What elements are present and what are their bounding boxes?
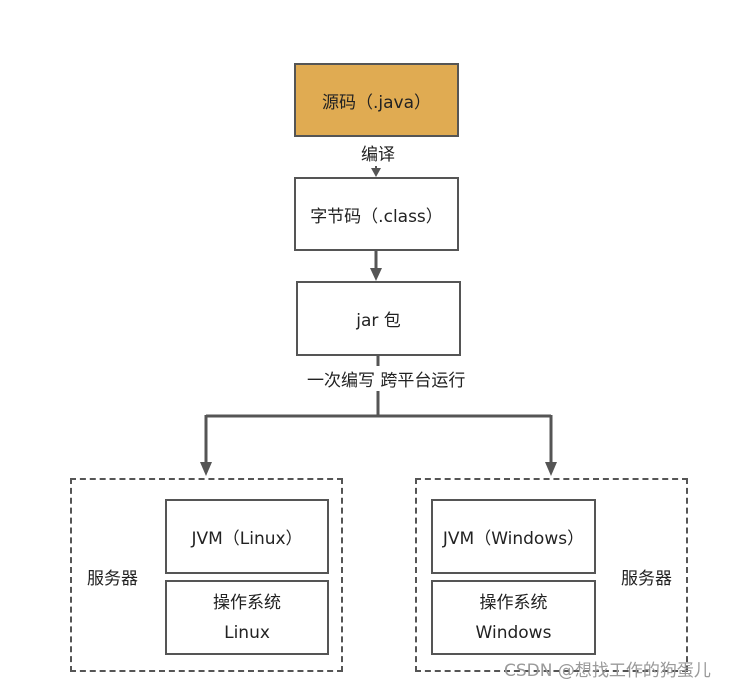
write-once-label: 一次编写 跨平台运行 [307,366,466,391]
jvm-linux-box: JVM（Linux） [165,499,329,574]
left-server-label: 服务器 [87,569,138,589]
jvm-windows-label: JVM（Windows） [442,529,585,549]
os-windows-box: 操作系统 Windows [431,580,596,655]
csdn-watermark: CSDN @想找工作的狗蛋儿 [504,661,711,681]
right-server-group [415,478,688,672]
os-windows-line1: 操作系统 [479,592,548,613]
bytecode-to-jar-arrowhead [370,268,382,281]
os-linux-box: 操作系统 Linux [165,580,329,655]
jar-box: jar 包 [296,281,461,356]
source-code-label: 源码（.java） [321,92,432,113]
left-server-group [70,478,343,672]
split-right-arrowhead [545,462,557,476]
bytecode-box: 字节码（.class） [294,177,459,251]
jvm-windows-box: JVM（Windows） [431,499,596,574]
split-left-arrowhead [200,462,212,476]
source-code-box: 源码（.java） [294,63,459,137]
compile-arrowhead [371,168,381,177]
os-linux-line1: 操作系统 [213,592,281,613]
right-server-label: 服务器 [621,569,672,589]
jvm-linux-label: JVM（Linux） [191,529,303,549]
bytecode-label: 字节码（.class） [310,206,443,227]
os-windows-line2: Windows [475,622,552,643]
jar-label: jar 包 [356,311,401,331]
os-linux-line2: Linux [224,622,270,643]
compile-label: 编译 [361,145,395,165]
